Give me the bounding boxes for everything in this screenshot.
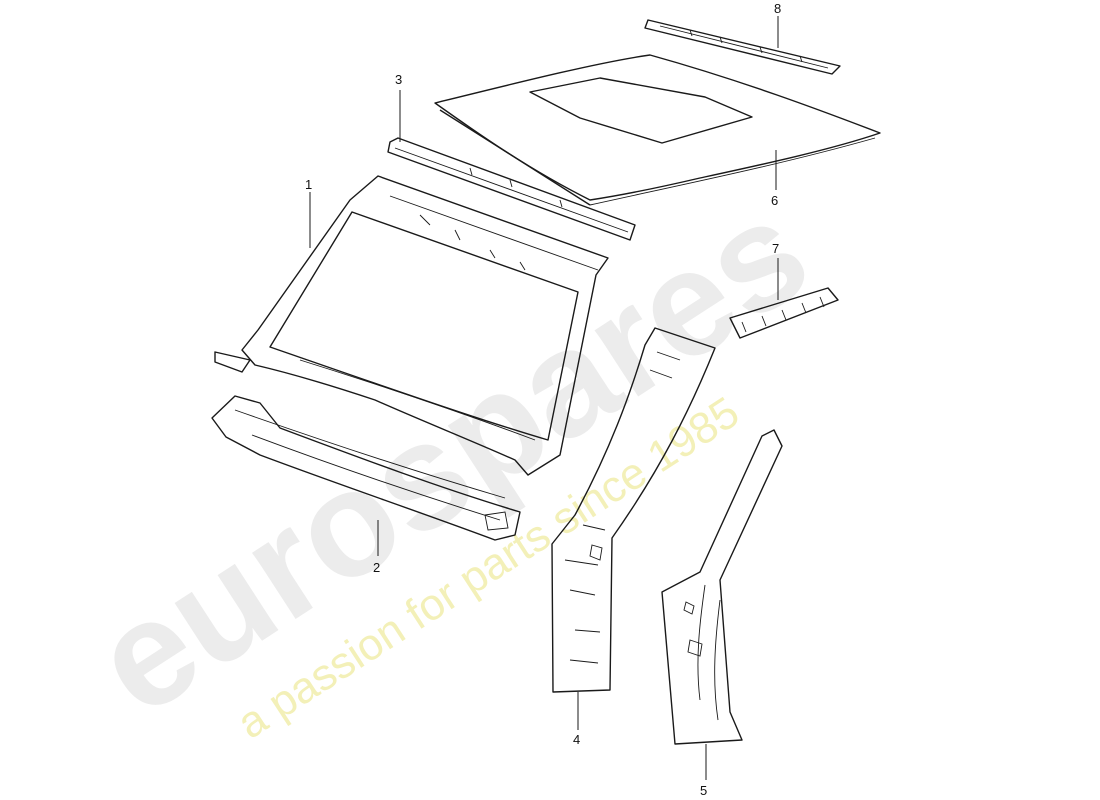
callout-3[interactable]: 3 <box>395 72 402 142</box>
callout-5[interactable]: 5 <box>700 744 707 798</box>
part-windshield-frame[interactable] <box>214 175 609 476</box>
part-roof-panel[interactable] <box>434 54 881 206</box>
callout-label-1: 1 <box>305 177 312 192</box>
callout-label-2: 2 <box>373 560 380 575</box>
callout-label-3: 3 <box>395 72 402 87</box>
part-a-pillar[interactable] <box>551 327 716 693</box>
callout-label-6: 6 <box>771 193 778 208</box>
callout-4[interactable]: 4 <box>573 692 580 747</box>
callout-label-4: 4 <box>573 732 580 747</box>
callout-7[interactable]: 7 <box>772 241 779 300</box>
callout-2[interactable]: 2 <box>373 520 380 575</box>
callout-label-8: 8 <box>774 1 781 16</box>
watermark-logo: eurospares <box>66 165 836 746</box>
part-front-roof-rail[interactable] <box>387 137 636 241</box>
part-roof-bracket[interactable] <box>729 287 839 339</box>
part-b-pillar[interactable] <box>661 429 783 745</box>
callout-6[interactable]: 6 <box>771 150 778 208</box>
part-cowl-panel[interactable] <box>211 395 521 541</box>
callout-8[interactable]: 8 <box>774 1 781 48</box>
watermark: eurospares a passion for parts since 198… <box>66 165 836 748</box>
callout-1[interactable]: 1 <box>305 177 312 248</box>
part-rear-roof-rail[interactable] <box>644 19 841 75</box>
callouts: 1 2 3 4 5 6 7 8 <box>305 1 781 798</box>
callout-label-7: 7 <box>772 241 779 256</box>
callout-label-5: 5 <box>700 783 707 798</box>
